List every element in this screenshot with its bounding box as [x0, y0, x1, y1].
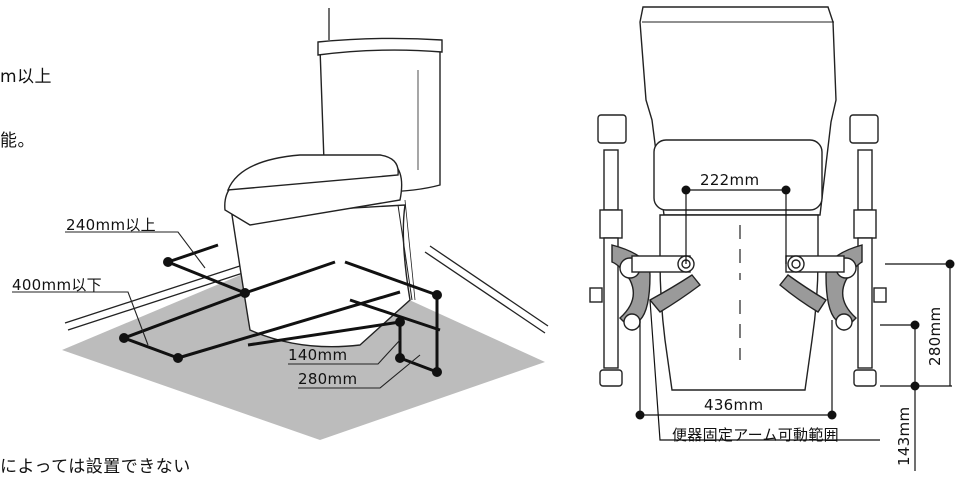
dimension-lines-front — [639, 189, 952, 471]
right-arm-stand — [779, 114, 887, 387]
note-top: m以上 — [0, 67, 53, 87]
dim-436-label: 436mm — [704, 396, 764, 414]
dim-280-right-label: 280mm — [926, 306, 944, 366]
dim-140-label: 140mm — [288, 346, 348, 364]
note-middle: 能。 — [0, 131, 35, 151]
arm-range-label: 便器固定アーム可動範囲 — [672, 426, 839, 444]
dim-400-label: 400mm以下 — [12, 276, 102, 294]
dim-240-label: 240mm以上 — [66, 216, 156, 234]
dimension-points-perspective — [119, 257, 442, 377]
dim-222-label: 222mm — [700, 171, 760, 189]
toilet-bowl — [224, 154, 416, 348]
dimension-points-front — [635, 185, 955, 420]
dim-280-label: 280mm — [298, 370, 358, 388]
note-bottom: によっては設置できない — [0, 457, 191, 477]
leader-lines-perspective — [12, 231, 421, 389]
dim-143-label: 143mm — [895, 406, 913, 466]
left-arm-stand — [589, 114, 701, 387]
perspective-view — [12, 8, 549, 440]
front-view — [589, 6, 887, 391]
